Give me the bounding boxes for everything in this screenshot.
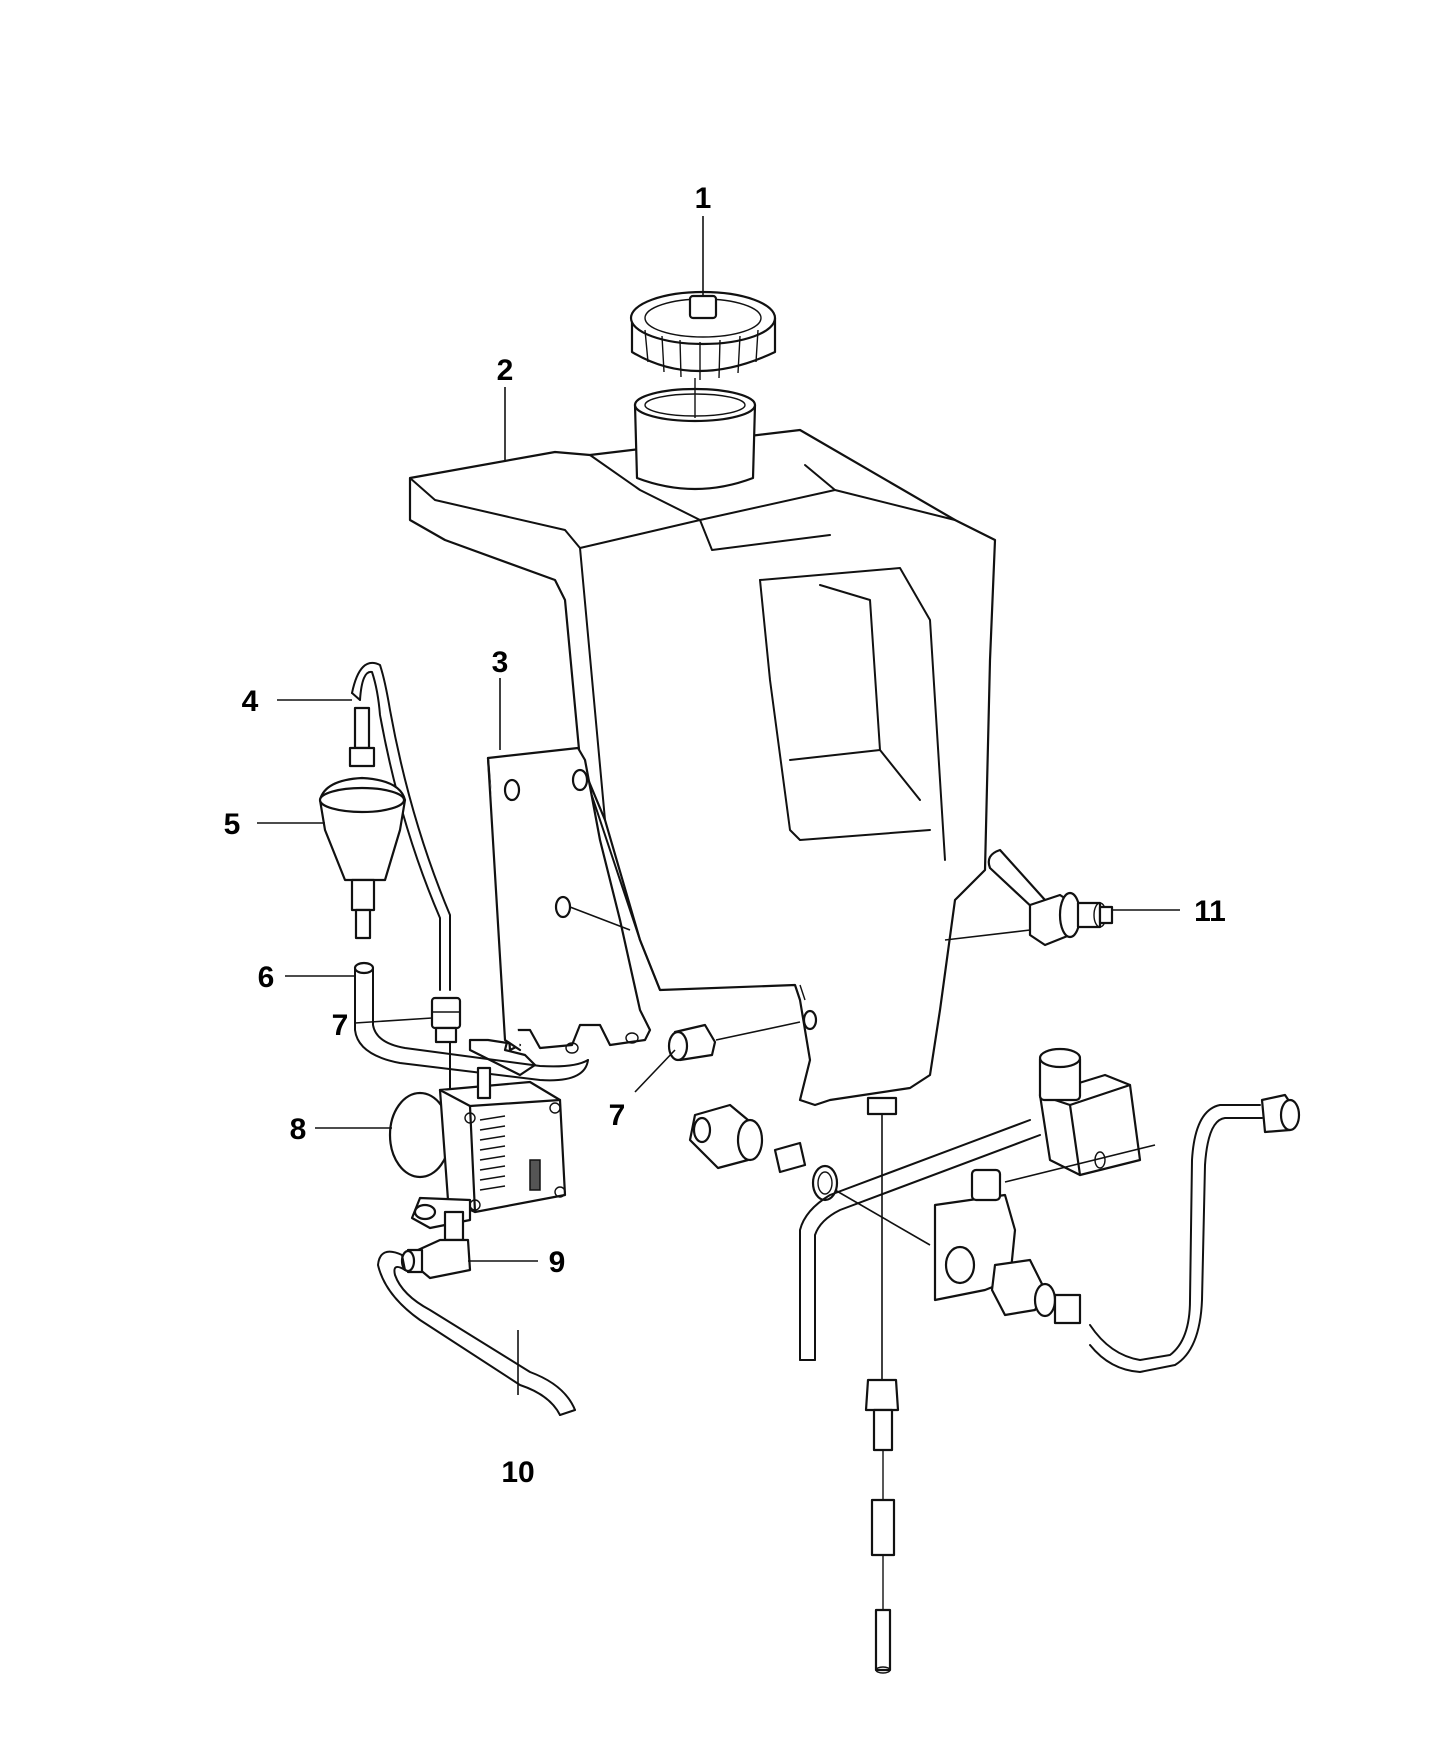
callout-2: 2 xyxy=(497,354,514,387)
callout-4: 4 xyxy=(242,685,259,718)
callout-6: 6 xyxy=(258,961,275,994)
callout-1: 1 xyxy=(695,182,712,215)
mounting-bracket xyxy=(468,746,652,1077)
callout-11: 11 xyxy=(1194,895,1226,928)
hose-bottom xyxy=(377,1250,576,1416)
callout-10: 10 xyxy=(501,1456,534,1489)
right-assembly xyxy=(688,1047,1301,1674)
drain-valve xyxy=(944,848,1114,947)
callout-7-upper: 7 xyxy=(332,1009,349,1042)
callout-5: 5 xyxy=(224,808,241,841)
hose-lower xyxy=(353,961,801,1082)
callout-labels: 1 2 3 4 5 6 7 7 8 9 10 11 xyxy=(224,182,1226,1489)
tank xyxy=(408,428,997,1116)
callout-3: 3 xyxy=(492,646,509,679)
callout-7-lower: 7 xyxy=(609,1099,626,1132)
hose-upper xyxy=(351,662,462,1044)
fuel-filter xyxy=(318,706,407,940)
filler-cap xyxy=(629,290,777,491)
callout-9: 9 xyxy=(549,1246,566,1279)
callout-8: 8 xyxy=(290,1113,307,1146)
pump xyxy=(388,1041,567,1230)
leader-lines xyxy=(257,216,1180,1395)
